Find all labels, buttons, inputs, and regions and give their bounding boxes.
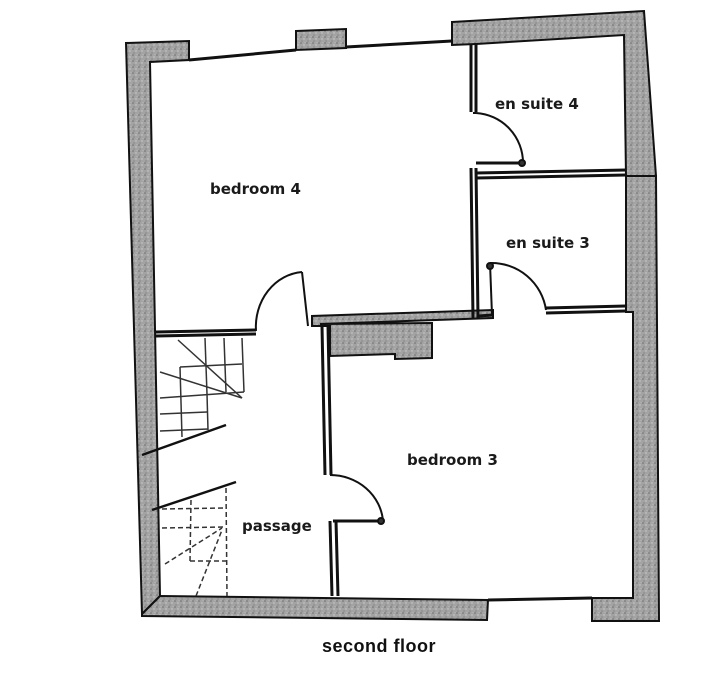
door-bedroom-3 <box>329 473 385 525</box>
north-pier <box>295 27 347 52</box>
room-label-passage: passage <box>242 517 312 535</box>
exterior-walls <box>124 9 661 622</box>
door-bedroom-4 <box>254 271 309 332</box>
room-label-en-suite-4: en suite 4 <box>495 95 579 113</box>
floor-caption: second floor <box>322 636 437 656</box>
room-label-bedroom-4: bedroom 4 <box>210 180 301 198</box>
doors <box>254 112 547 525</box>
south-wall-right <box>591 175 661 622</box>
interior-pier <box>311 308 494 361</box>
north-east-wall <box>451 9 658 177</box>
south-wall-left <box>141 594 490 622</box>
staircase-lower <box>151 480 237 597</box>
door-ensuite-4 <box>473 112 526 167</box>
room-label-bedroom-3: bedroom 3 <box>407 451 498 469</box>
thin-walls <box>155 39 627 602</box>
door-ensuite-3 <box>486 261 547 316</box>
staircase-upper <box>141 337 245 457</box>
room-label-en-suite-3: en suite 3 <box>506 234 590 252</box>
